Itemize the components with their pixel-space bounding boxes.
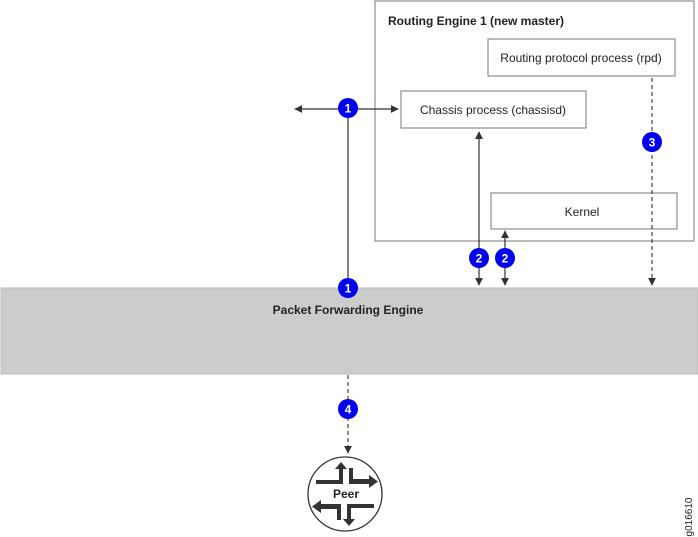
svg-text:3: 3 bbox=[649, 136, 656, 150]
step-badge-2-kernel: 2 bbox=[495, 248, 515, 268]
step-badge-3-rpd: 3 bbox=[642, 132, 662, 152]
kernel-box bbox=[490, 192, 678, 230]
step-badge-1-pfe: 1 bbox=[338, 278, 358, 298]
svg-text:4: 4 bbox=[345, 403, 352, 417]
pfe-band bbox=[0, 287, 698, 375]
chassisd-box bbox=[400, 90, 587, 129]
step-badge-4-peer: 4 bbox=[338, 399, 358, 419]
svg-text:1: 1 bbox=[345, 102, 352, 116]
step-badge-1-chassis: 1 bbox=[338, 98, 358, 118]
figure-id: g016610 bbox=[684, 497, 695, 536]
svg-text:1: 1 bbox=[345, 282, 352, 296]
svg-text:2: 2 bbox=[476, 252, 483, 266]
rpd-label: Routing protocol process (rpd) bbox=[500, 51, 661, 65]
routing-engine-title: Routing Engine 1 (new master) bbox=[388, 14, 564, 28]
svg-text:2: 2 bbox=[502, 252, 509, 266]
chassisd-label: Chassis process (chassisd) bbox=[420, 103, 566, 117]
pfe-label: Packet Forwarding Engine bbox=[273, 303, 424, 317]
peer-router-icon bbox=[307, 456, 383, 532]
peer-label: Peer bbox=[333, 487, 359, 501]
rpd-box bbox=[487, 38, 676, 77]
kernel-label: Kernel bbox=[565, 205, 600, 219]
step-badge-2-chassisd: 2 bbox=[469, 248, 489, 268]
